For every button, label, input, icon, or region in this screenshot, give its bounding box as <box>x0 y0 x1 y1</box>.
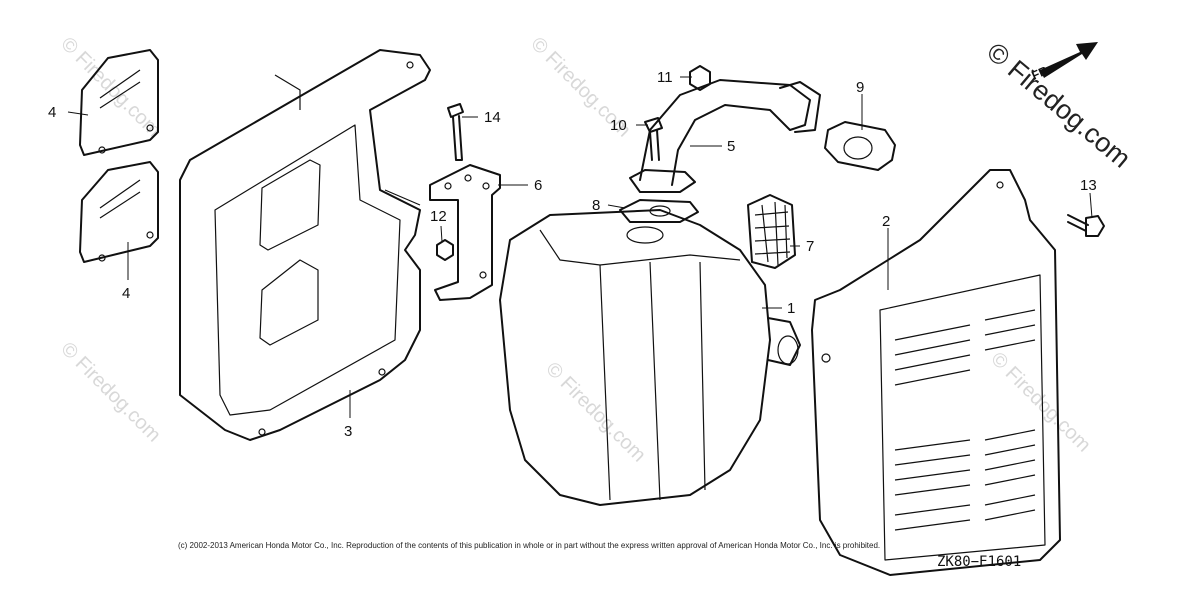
callout-9: 9 <box>856 79 864 96</box>
watermark-3: © Firedog.com <box>56 338 165 447</box>
callouts: 4 4 3 14 6 12 8 10 11 5 9 7 1 2 13 <box>48 69 1097 440</box>
callout-2: 2 <box>882 213 890 230</box>
part-6-bracket <box>429 164 501 301</box>
part-3-muffler-protector <box>179 49 431 441</box>
part-4-lower-plate <box>79 161 159 263</box>
part-10-bolt <box>644 117 663 161</box>
part-5-exhaust-pipe <box>629 79 821 193</box>
front-direction-arrow: FR. <box>1030 42 1098 83</box>
callout-12: 12 <box>430 208 447 225</box>
part-14-bolt <box>447 103 464 161</box>
part-11-nut <box>689 65 711 91</box>
part-8-gasket <box>619 199 699 223</box>
part-4-upper-plate <box>79 49 159 156</box>
watermarks: © Firedog.com © Firedog.com © Firedog.co… <box>56 33 1095 467</box>
brand-watermark: © Firedog.com <box>981 37 1136 174</box>
callout-4-upper: 4 <box>48 104 56 121</box>
watermark-5: © Firedog.com <box>986 348 1095 457</box>
diagram-code: ZK80−E1601 <box>937 554 1021 570</box>
callout-14: 14 <box>484 109 501 126</box>
callout-4-lower: 4 <box>122 285 130 302</box>
watermark-4: © Firedog.com <box>541 358 650 467</box>
callout-3: 3 <box>344 423 352 440</box>
part-1-muffler <box>499 209 801 506</box>
callout-6: 6 <box>534 177 542 194</box>
callout-8: 8 <box>592 197 600 214</box>
part-9-gasket <box>824 121 896 171</box>
copyright-notice: (c) 2002-2013 American Honda Motor Co., … <box>178 541 880 550</box>
callout-5: 5 <box>727 138 735 155</box>
part-13-bolt <box>1067 214 1105 237</box>
part-12-nut <box>436 239 454 261</box>
callout-10: 10 <box>610 117 627 134</box>
part-2-muffler-cover <box>811 169 1061 576</box>
callout-13: 13 <box>1080 177 1097 194</box>
callout-7: 7 <box>806 238 814 255</box>
part-7-spark-arrester <box>747 194 796 269</box>
callout-11: 11 <box>657 69 673 86</box>
callout-1: 1 <box>787 300 795 317</box>
